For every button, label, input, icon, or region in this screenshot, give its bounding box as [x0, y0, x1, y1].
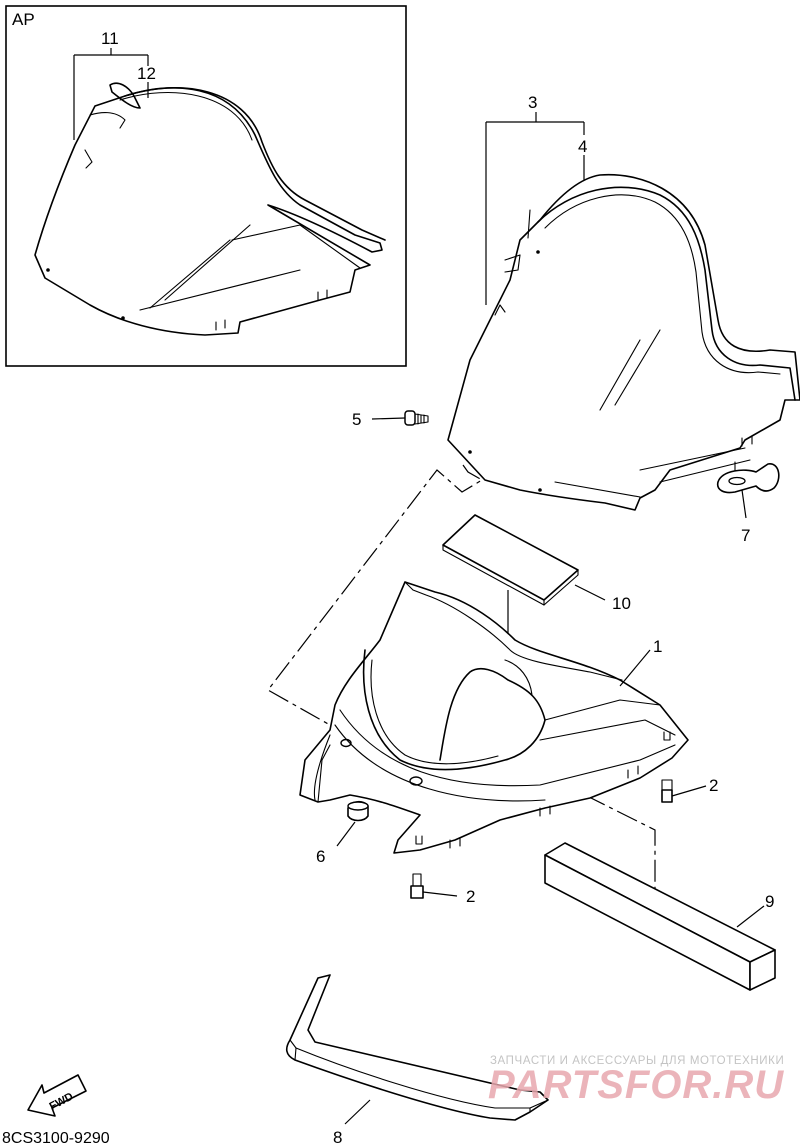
inset-label: AP	[12, 10, 35, 29]
leader-11	[73, 48, 149, 140]
fwd-arrow-icon: FWD	[27, 1074, 87, 1117]
windshield-variant-11	[34, 87, 386, 336]
callout-2-lower: 2	[466, 887, 475, 906]
windshield-part-4	[447, 173, 800, 511]
leader-3-4	[485, 112, 585, 305]
callout-11: 11	[101, 29, 119, 48]
diagram-code: 8CS3100-9290	[2, 1130, 110, 1146]
watermark: ЗАПЧАСТИ И АКСЕССУАРЫ ДЛЯ МОТОТЕХНИКИ PA…	[488, 1055, 784, 1107]
inset-ap: AP 11 12	[5, 5, 407, 367]
callout-9: 9	[765, 892, 774, 911]
callout-12: 12	[137, 64, 156, 83]
watermark-brand: PARTSFOR.RU	[488, 1063, 784, 1107]
part-2-screw-lower	[410, 873, 458, 899]
callout-2-upper: 2	[709, 776, 718, 795]
callout-10: 10	[612, 594, 631, 613]
part-10-pad	[442, 514, 606, 660]
callout-5: 5	[352, 410, 361, 429]
part-8-strip	[285, 974, 549, 1125]
part-12-trim	[109, 82, 141, 109]
callout-4: 4	[578, 137, 587, 156]
callout-7: 7	[741, 526, 750, 545]
part-2-screw-upper	[661, 779, 707, 803]
watermark-tagline: ЗАПЧАСТИ И АКСЕССУАРЫ ДЛЯ МОТОТЕХНИКИ	[490, 1055, 784, 1067]
part-9-block	[544, 842, 776, 991]
cowling-part-1	[299, 581, 689, 854]
callout-3: 3	[528, 93, 537, 112]
part-6-grommet	[336, 800, 369, 847]
callout-1: 1	[653, 637, 662, 656]
part-5-screw	[371, 410, 429, 426]
part-7-nut	[716, 463, 780, 519]
callout-8: 8	[333, 1128, 342, 1146]
callout-6: 6	[316, 847, 325, 866]
